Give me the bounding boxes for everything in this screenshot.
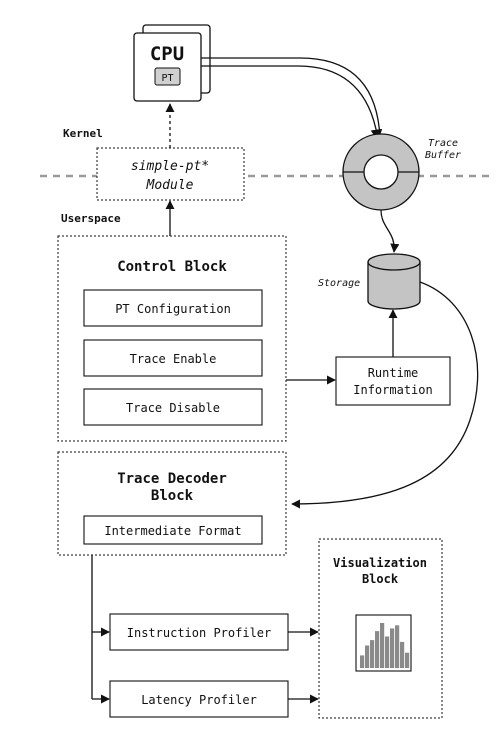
instruction-profiler-label: Instruction Profiler (127, 626, 272, 640)
histogram-icon (355, 614, 412, 672)
visualization-title-line1: Visualization (333, 556, 427, 570)
runtime-information-box (335, 356, 451, 406)
instruction-profiler-box (109, 613, 289, 651)
simple-pt-module: simple-pt* Module (96, 147, 245, 201)
runtime-info-line1: Runtime (368, 366, 419, 380)
control-block-title: Control Block (117, 259, 227, 275)
buffer-to-storage-arrow (380, 209, 400, 253)
visualization-title-line2: Block (362, 572, 399, 586)
cpu-to-trace-buffer-arrow-1 (201, 57, 381, 139)
userspace-label: Userspace (61, 212, 121, 225)
trace-buffer-ring (342, 133, 420, 211)
trace-enable-box (83, 339, 263, 377)
trace-disable-box (83, 388, 263, 426)
histogram-bar (365, 645, 370, 668)
intermediate-format-box (83, 515, 263, 545)
storage-label: Storage (318, 278, 360, 289)
latency-profiler-box (109, 680, 289, 718)
latency-profiler-label: Latency Profiler (141, 693, 257, 707)
histogram-bar (370, 640, 375, 668)
histogram-bar (390, 628, 395, 668)
cpu-block: CPU PT (133, 24, 211, 102)
kernel-label: Kernel (63, 127, 103, 140)
histogram-bar (400, 641, 405, 668)
histogram-bar (395, 625, 400, 669)
runtime-info-line2: Information (353, 383, 432, 397)
intermediate-format-label: Intermediate Format (104, 524, 241, 538)
storage-cylinder (367, 253, 421, 310)
pt-badge-label: PT (161, 73, 173, 84)
pt-badge (154, 67, 181, 86)
histogram-bar (375, 631, 380, 668)
pt-configuration-label: PT Configuration (115, 302, 231, 316)
module-label-line2: Module (146, 178, 194, 193)
pt-configuration-box (83, 289, 263, 327)
trace-buffer-label-line2: Buffer (425, 150, 461, 161)
storage-to-decoder-arrow (291, 281, 479, 509)
cpu-title: CPU (150, 43, 184, 65)
trace-disable-label: Trace Disable (126, 401, 220, 415)
histogram-bars (360, 623, 410, 669)
trace-decoder-title-line1: Trace Decoder (117, 471, 227, 487)
histogram-bar (380, 623, 385, 668)
histogram-bar (405, 652, 410, 668)
trace-decoder-title-line2: Block (151, 488, 194, 504)
trace-buffer-label-line1: Trace (428, 138, 458, 149)
histogram-bar (385, 636, 390, 668)
trace-enable-label: Trace Enable (130, 352, 217, 366)
module-label-line1: simple-pt* (131, 159, 209, 174)
cpu-to-trace-buffer-arrow-2 (201, 65, 383, 142)
histogram-bar (360, 655, 365, 668)
